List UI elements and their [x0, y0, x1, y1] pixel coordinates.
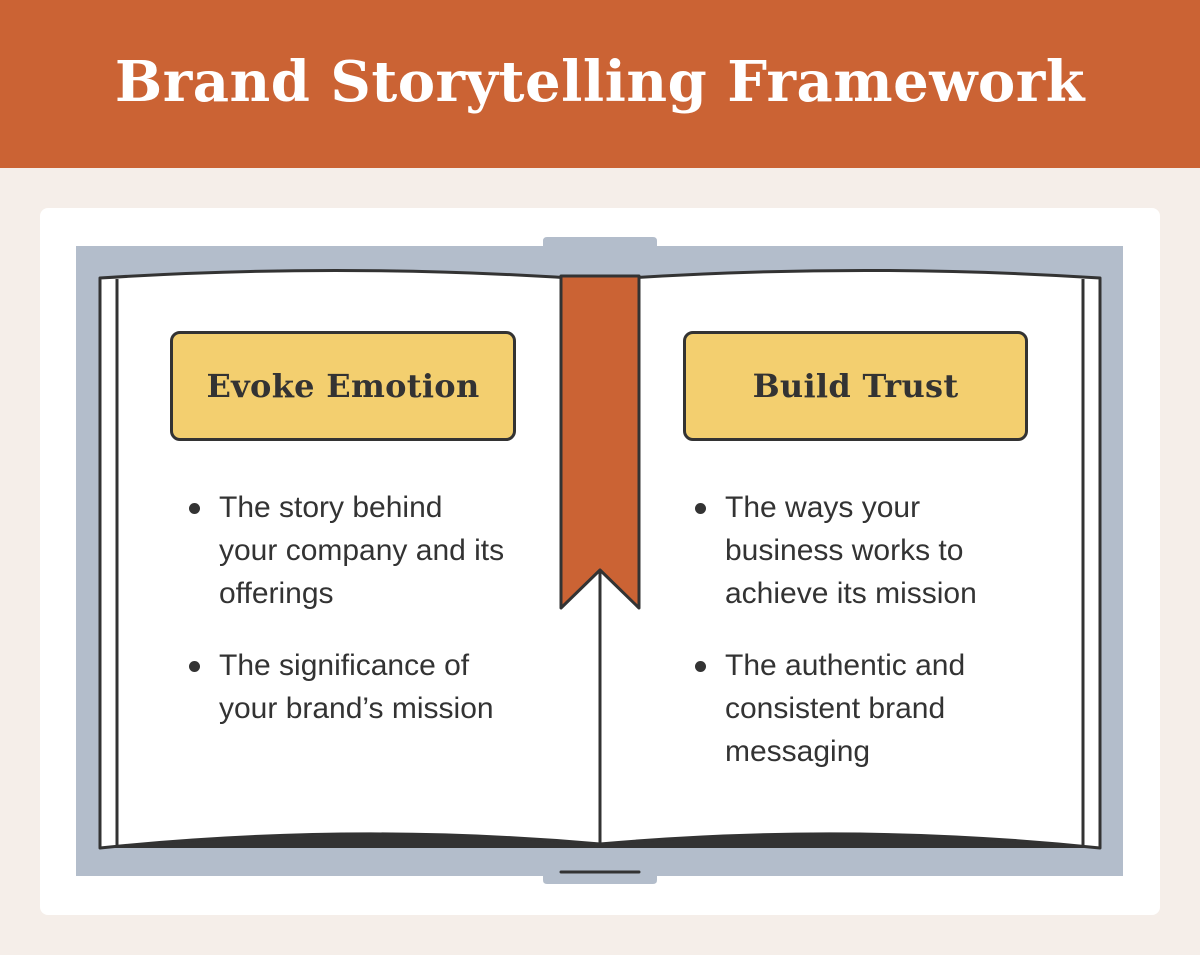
list-item-text: The ways your business works to achieve …: [725, 491, 977, 610]
evoke-emotion-heading: Evoke Emotion: [170, 331, 516, 441]
ribbon-bookmark: [559, 274, 641, 610]
bullet-icon: [695, 503, 706, 514]
build-trust-list: The ways your business works to achieve …: [694, 486, 1014, 802]
list-item: The authentic and consistent brand messa…: [694, 644, 1014, 773]
bullet-icon: [189, 503, 200, 514]
build-trust-heading: Build Trust: [683, 331, 1028, 441]
bullet-icon: [695, 661, 706, 672]
list-item: The significance of your brand’s mission: [188, 644, 508, 730]
list-item-text: The story behind your company and its of…: [219, 491, 505, 610]
list-item: The story behind your company and its of…: [188, 486, 508, 615]
page-title: Brand Storytelling Framework: [114, 49, 1086, 115]
bullet-icon: [189, 661, 200, 672]
list-item: The ways your business works to achieve …: [694, 486, 1014, 615]
evoke-emotion-list: The story behind your company and its of…: [188, 486, 508, 759]
list-item-text: The authentic and consistent brand messa…: [725, 649, 966, 768]
list-item-text: The significance of your brand’s mission: [219, 649, 494, 725]
header-banner: [0, 0, 1200, 168]
